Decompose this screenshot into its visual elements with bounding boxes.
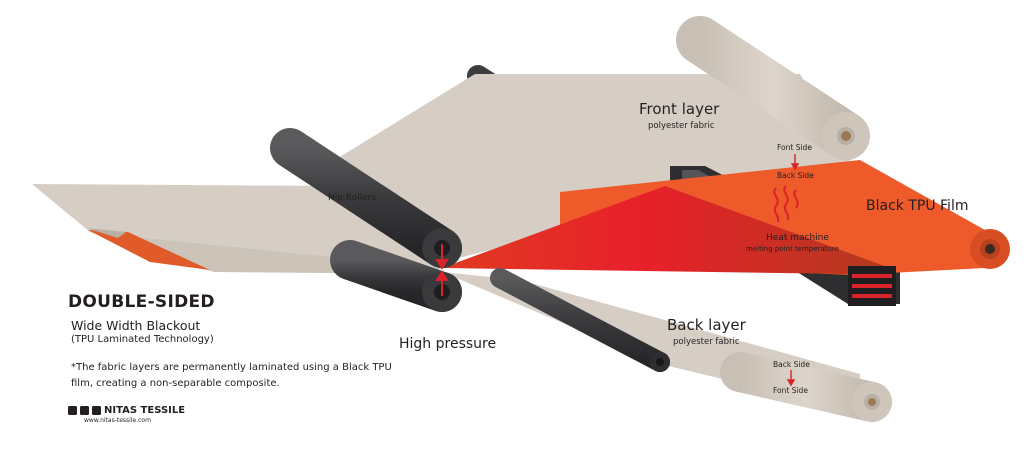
heat-machine-sub-label: melting point temperature (746, 245, 839, 253)
tpu-film-roll (970, 229, 1010, 269)
back-side-top-label: Back Side (777, 171, 814, 180)
back-side-bottom-label: Back Side (773, 360, 810, 369)
technology-label: (TPU Laminated Technology) (71, 334, 214, 345)
fabric-peel-corner (86, 228, 210, 270)
side-arrow-top-icon (790, 154, 800, 171)
lamination-note: *The fabric layers are permanently lamin… (71, 362, 392, 389)
front-layer-label: Front layer (639, 100, 720, 118)
youtube-icon[interactable] (92, 406, 101, 415)
website-link[interactable]: www.nitas-tessile.com (84, 417, 151, 424)
front-layer-roll (676, 16, 870, 160)
product-subtitle: Wide Width Blackout (71, 318, 201, 333)
heat-machine-vent (848, 266, 896, 306)
back-layer-sub-label: polyester fabric (673, 337, 740, 347)
pressure-arrows-icon (435, 244, 449, 296)
guide-roller-bottom (490, 268, 670, 372)
back-layer-label: Back layer (667, 316, 747, 334)
brand: NITAS TESSILE (68, 405, 185, 416)
front-layer-fabric (338, 74, 852, 262)
brand-name: NITAS TESSILE (104, 405, 186, 416)
front-side-top-label: Font Side (777, 143, 812, 152)
product-title: DOUBLE-SIDED (68, 292, 215, 312)
nip-rollers-label: Nip Rollers (328, 193, 376, 203)
facebook-icon[interactable] (68, 406, 77, 415)
front-side-bottom-label: Font Side (773, 386, 808, 395)
front-layer-sub-label: polyester fabric (648, 121, 715, 131)
high-pressure-label: High pressure (399, 336, 496, 352)
heat-machine-label: Heat machine (766, 233, 829, 243)
side-arrow-bottom-icon (786, 370, 796, 387)
instagram-icon[interactable] (80, 406, 89, 415)
heat-zone (442, 186, 890, 274)
black-tpu-film-label: Black TPU Film (866, 198, 968, 214)
heat-waves-icon (773, 185, 799, 223)
back-layer-roll (720, 352, 892, 422)
